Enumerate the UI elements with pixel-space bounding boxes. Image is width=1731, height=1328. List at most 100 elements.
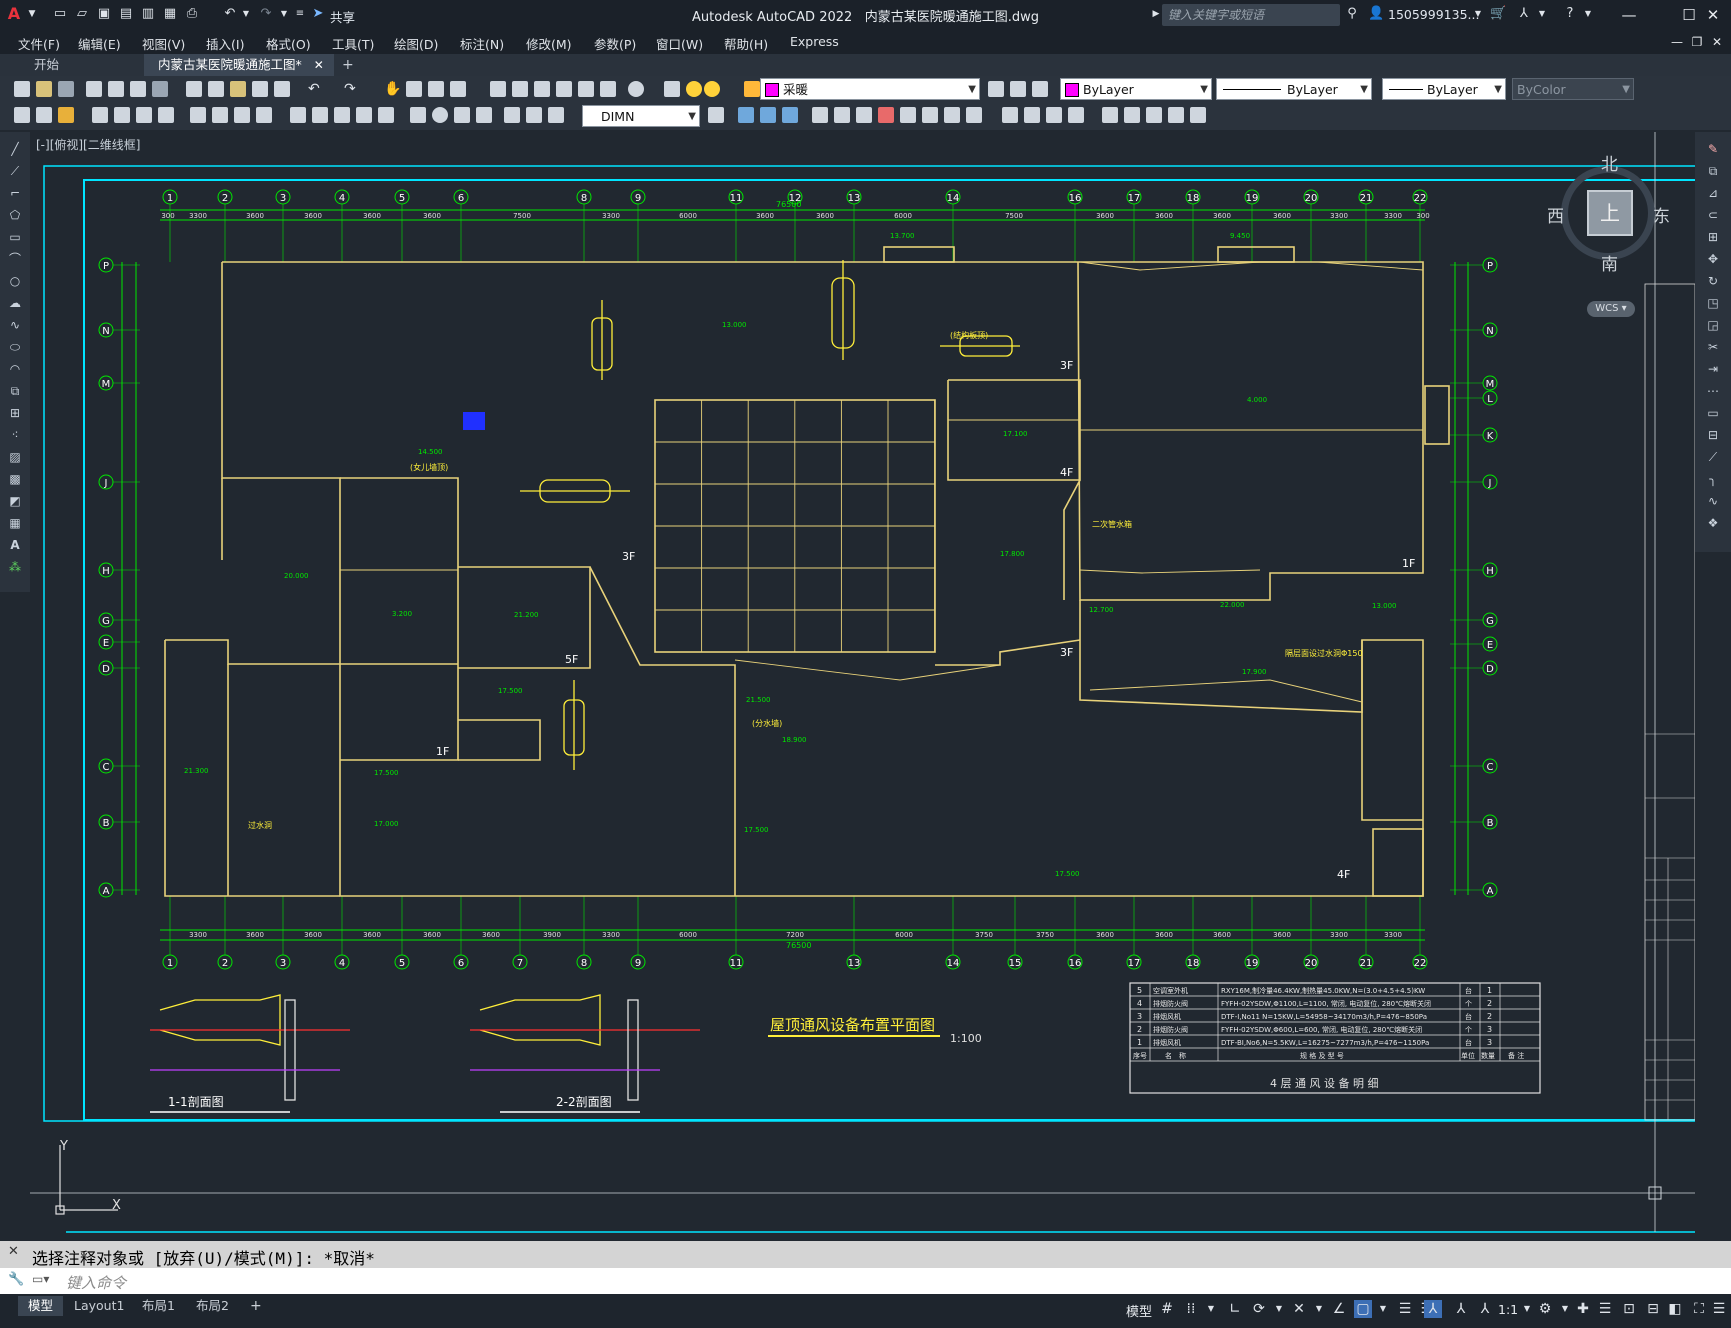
region-prop-icon[interactable] [1146,107,1162,123]
autodesk-app-icon[interactable]: ⅄ [1520,6,1528,21]
viewcube-west[interactable]: 西 [1547,207,1564,227]
open-icon[interactable] [36,81,52,97]
scale-dropdown-icon[interactable]: ▼ [1523,1304,1531,1313]
linetype-dropdown[interactable]: ByLayer ▼ [1216,78,1372,100]
rotate-icon[interactable]: ↻ [1707,274,1719,288]
polar-dropdown-icon[interactable]: ▼ [1275,1304,1283,1313]
app-dropdown-icon[interactable]: ▼ [1538,9,1546,18]
grid-icon[interactable]: # [1161,1301,1173,1317]
dimstyle-manager-icon[interactable] [708,107,724,123]
annotation-autoscale-icon[interactable]: ⅄ [1456,1301,1466,1317]
circle-icon[interactable]: ○ [9,274,21,288]
close-button[interactable]: ✕ [1706,6,1720,24]
scale-icon[interactable]: ◳ [1707,296,1719,310]
object-snap-icon[interactable]: ▢ [1354,1300,1372,1318]
continue-dim-icon[interactable] [334,107,350,123]
linear-dim-icon[interactable] [92,107,108,123]
user-name[interactable]: 1505999135... [1388,7,1480,22]
clean-screen-icon[interactable]: ⛶ [1694,1301,1704,1317]
mtext-icon[interactable]: A [10,538,20,552]
pan-icon[interactable]: ✋ [384,81,402,97]
xref-icon[interactable] [856,107,872,123]
annotation-scale-icon[interactable]: ⅄ [1480,1301,1490,1317]
extend-icon[interactable]: ⇥ [1707,362,1719,376]
help-dropdown-icon[interactable]: ▼ [1584,9,1592,18]
copy-3d-icon[interactable] [760,107,776,123]
region-tool-icon[interactable]: ◩ [9,494,21,508]
wrench-icon[interactable]: 🔧 [8,1272,25,1287]
toolpalettes-icon[interactable] [534,81,550,97]
share-label[interactable]: 共享 [330,10,356,25]
diameter-dim-icon[interactable] [234,107,250,123]
customization-icon[interactable]: ☰ [1712,1301,1726,1317]
rotate-3d-icon[interactable] [782,107,798,123]
ellipse-icon[interactable]: ⬭ [9,340,21,354]
layer-properties-icon[interactable] [664,81,680,97]
ortho-icon[interactable]: ∟ [1229,1301,1241,1317]
tab-close-icon[interactable]: ✕ [313,58,324,72]
properties-icon[interactable] [490,81,506,97]
quickcalc-icon[interactable] [600,81,616,97]
hatch-icon[interactable] [944,107,960,123]
chamfer-icon[interactable]: ⟋ [1708,450,1718,464]
offset-icon[interactable]: ⊂ [1707,208,1719,222]
command-input-bar[interactable]: 🔧 ▭▾ 键入命令 [0,1268,1731,1294]
search-expand-icon[interactable]: ▶ [1152,9,1160,19]
move-icon[interactable]: ✥ [1707,252,1719,266]
measure-icon[interactable] [1002,107,1018,123]
help-icon[interactable]: ? [1566,6,1574,21]
qnew-icon[interactable] [14,81,30,97]
construction-line-icon[interactable]: ⟋ [10,164,20,178]
rectangle-icon[interactable]: ▭ [9,230,21,244]
line-icon[interactable]: ╱ [11,142,19,156]
arc-length-icon[interactable] [136,107,152,123]
workspace-dropdown-icon[interactable]: ▼ [1561,1304,1569,1313]
zoom-realtime-icon[interactable] [406,81,422,97]
layout-tab-bujv2[interactable]: 布局2 [196,1298,229,1313]
spline-icon[interactable]: ∿ [9,318,21,332]
doc-minimize-button[interactable]: — [1671,35,1683,49]
customize-qat-icon[interactable]: ≡ [295,8,305,19]
designcenter-icon[interactable] [512,81,528,97]
autocad-logo-icon[interactable]: A [7,4,21,23]
redo-icon[interactable]: ↷ [260,6,272,21]
units-icon[interactable]: ☰ [1598,1301,1612,1317]
menu-view[interactable]: 视图(V) [142,37,186,52]
explode-icon[interactable] [878,107,894,123]
menu-modify[interactable]: 修改(M) [526,37,572,52]
zoom-window-icon[interactable] [428,81,444,97]
make-block-icon[interactable]: ⊞ [9,406,21,420]
mirror-icon[interactable]: ⊿ [1707,186,1719,200]
blockeditor-icon[interactable] [274,81,290,97]
arc-icon[interactable]: ⌒ [8,252,21,266]
maximize-button[interactable]: ☐ [1682,6,1696,24]
menu-dimension[interactable]: 标注(N) [460,37,505,52]
lineweight-icon[interactable]: ☰ [1398,1301,1412,1317]
open-file-icon[interactable]: ▱ [77,6,87,21]
polar-icon[interactable]: ⟳ [1253,1301,1265,1317]
3dprint-icon[interactable] [152,81,168,97]
massprop-icon[interactable] [1124,107,1140,123]
command-close-icon[interactable]: ✕ [8,1244,19,1259]
explode-tool-icon[interactable]: ❖ [1707,516,1719,530]
angular-dim-icon[interactable] [256,107,272,123]
matchprop-icon[interactable] [252,81,268,97]
viewcube[interactable]: 上 北 南 西 东 [1547,155,1670,275]
plot-icon[interactable] [86,81,102,97]
menu-help[interactable]: 帮助(H) [724,37,769,52]
gradient-icon[interactable]: ▩ [9,472,21,486]
command-input[interactable]: 键入命令 [66,1274,127,1292]
layer-on-icon[interactable] [686,81,702,97]
dim-space-icon[interactable] [356,107,372,123]
text-style-icon[interactable] [36,107,52,123]
area-icon[interactable] [1046,107,1062,123]
center-mark-icon[interactable] [432,107,448,123]
layout-tab-model[interactable]: 模型 [18,1296,64,1316]
lineweight-dropdown[interactable]: ByLayer ▼ [1382,78,1506,100]
help-tb-icon[interactable] [628,81,644,97]
save-icon[interactable]: ▣ [97,6,111,21]
redo-tb-icon[interactable]: ↷ [344,81,356,97]
table-icon[interactable]: ▦ [9,516,21,530]
